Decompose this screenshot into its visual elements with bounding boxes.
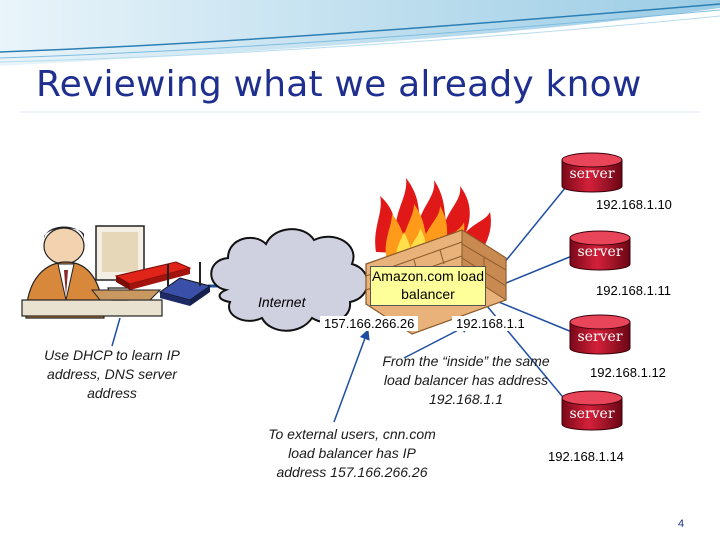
- server-3-ip: 192.168.1.12: [590, 365, 666, 380]
- internet-label: Internet: [258, 294, 306, 310]
- server-2-ip: 192.168.1.11: [596, 283, 671, 298]
- user-at-computer-icon: [21, 225, 163, 319]
- server-1-ip: 192.168.1.10: [596, 197, 672, 212]
- header-wave: [0, 0, 720, 66]
- firewall-icon: [365, 178, 507, 335]
- server-cylinder-4: [561, 390, 623, 431]
- dhcp-note: Use DHCP to learn IP address, DNS server…: [44, 347, 180, 401]
- dhcp-callout-line: [111, 317, 121, 347]
- server-3-label: server: [577, 329, 623, 345]
- server-cylinder-1: [561, 152, 623, 193]
- inside-address-note: From the “inside” the same load balancer…: [382, 353, 550, 407]
- server-2-label: server: [577, 244, 623, 260]
- wireless-router-icon: [158, 262, 212, 306]
- modem-icon: [114, 261, 192, 290]
- server-4-label: server: [569, 406, 615, 422]
- external-ip-tag: 157.166.266.26: [320, 316, 419, 331]
- external-address-note: To external users, cnn.com load balancer…: [268, 426, 436, 480]
- server-1-label: server: [569, 166, 615, 182]
- server-cylinder-2: [569, 230, 631, 271]
- page-number: 4: [678, 518, 685, 530]
- server-4-ip: 192.168.1.14: [548, 449, 624, 464]
- server-cylinder-3: [569, 314, 631, 355]
- internal-ip-tag: 192.168.1.1: [452, 316, 529, 331]
- external-callout-arrow: [333, 329, 370, 423]
- slide-title: Reviewing what we already know: [36, 64, 642, 105]
- load-balancer-box: Amazon.com load balancer: [370, 266, 486, 306]
